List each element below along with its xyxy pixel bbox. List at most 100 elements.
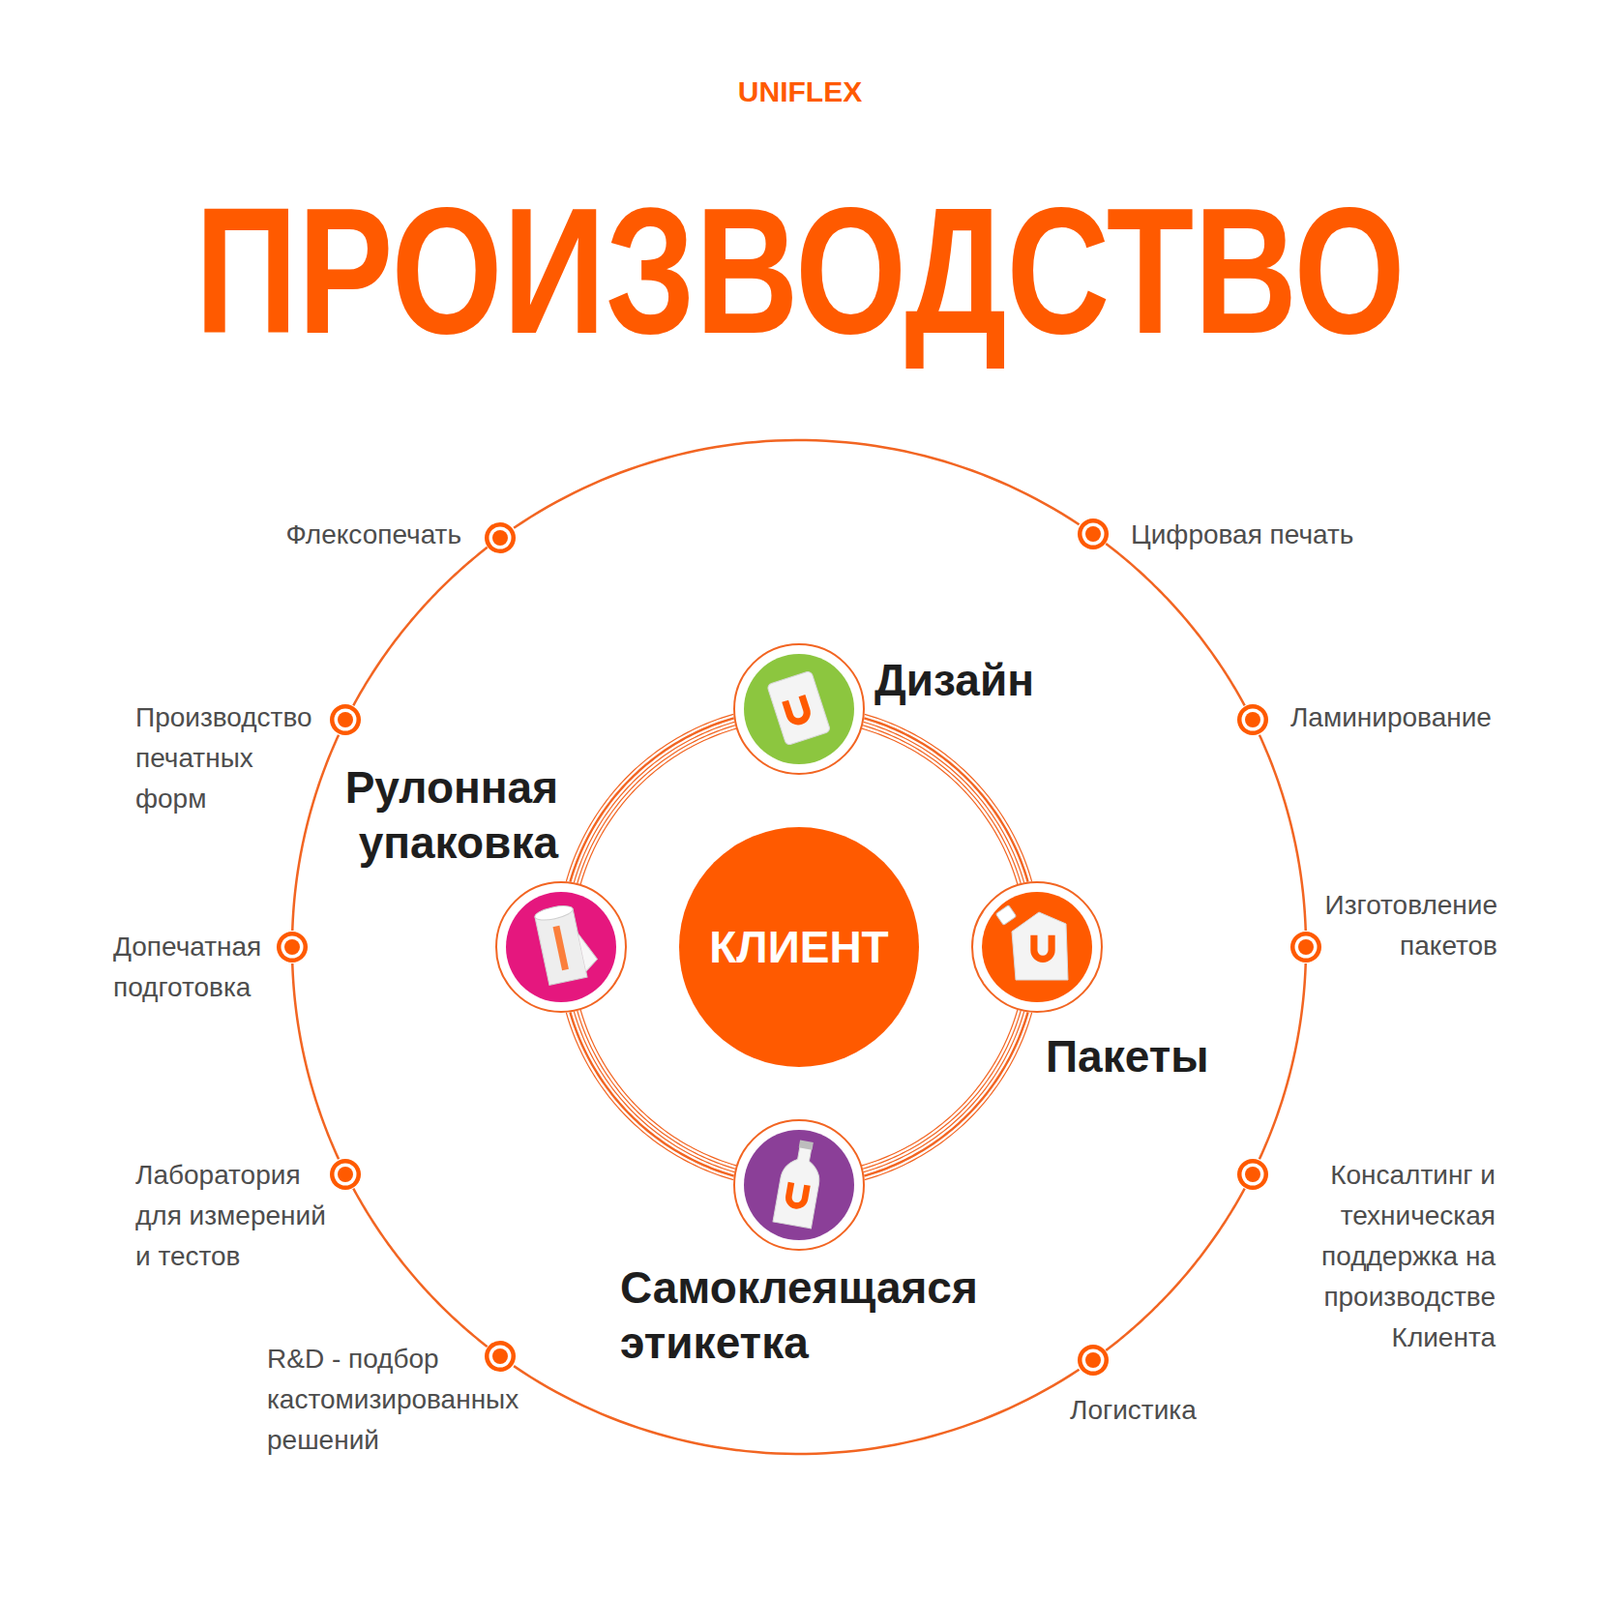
roll-stripe [553,925,569,971]
node-shape [1237,704,1269,736]
pouch-body [767,670,831,746]
ring-line [580,1009,737,1166]
product-label: Дизайн [874,652,1126,709]
service-label: Производство печатных форм [135,697,320,820]
ring-connector [1259,963,1306,1159]
service-label: Лаборатория для измерений и тестов [135,1155,339,1277]
service-label: Изготовление пакетов [1303,885,1498,967]
ring-line [862,1010,1021,1169]
dot-core [1085,1352,1101,1368]
service-label: Цифровая печать [1130,514,1422,556]
pouch-icon [767,670,831,746]
ring-connector [513,1365,1079,1454]
dot-gap [334,1162,357,1186]
service-node: Производство печатных форм [328,703,362,737]
dot-outer [1077,1344,1109,1376]
ring-connector [1105,1188,1245,1351]
dot-core [1298,939,1314,955]
dot-gap [1081,1349,1104,1372]
ring-connector-group [565,1009,737,1181]
ring-line [863,721,1025,883]
ring-connector [1105,543,1245,706]
node-shape [276,931,308,963]
service-label: R&D - подбор кастомизированных решений [266,1338,527,1461]
dot-outer [329,1158,361,1190]
dot-core [284,939,300,955]
ring-line [863,1011,1025,1173]
node-shape [1077,1344,1109,1376]
ring-connector [1259,735,1306,931]
dot-core [1244,1166,1261,1183]
dot-core [337,711,354,728]
ring-connector [292,735,339,931]
ring-line [580,728,737,885]
dot-gap [1081,522,1104,545]
ring-connector-group [565,713,737,885]
ring-line [864,1012,1033,1181]
ring-connector-group [513,1365,1079,1454]
dot-outer [484,1340,516,1372]
node-outline [1076,517,1110,551]
service-label: Ламинирование [1290,697,1571,739]
node-outline [1236,703,1270,737]
product-icon [533,900,601,986]
roll-top [533,903,575,923]
ring-connector-group [1259,963,1306,1159]
ring-line [565,1012,734,1181]
ring-connector [569,717,734,882]
bottle-icon [772,1137,827,1229]
product-icon [772,1137,827,1229]
product-label: Рулонная упаковка [267,760,559,871]
ring-connector [292,963,339,1159]
dot-gap [1241,709,1264,732]
ring-connector [863,717,1028,882]
dot-outer [1077,518,1109,550]
dot-outer [1237,1158,1269,1190]
node-shape [329,704,361,736]
product-node: Дизайн [733,643,865,775]
service-node: Допечатная подготовка [275,930,309,964]
node-shape [1237,1158,1269,1190]
ring-connector-group [1105,1188,1245,1351]
logo-mark [1034,935,1052,960]
node-shape [734,1120,864,1250]
roll-film [577,930,599,972]
dot-outer [329,704,361,736]
pouch-body [1011,912,1068,980]
product-node: Рулонная упаковка [495,881,627,1013]
product-disc [505,891,617,1003]
service-label: Логистика [1069,1390,1283,1431]
product-ring [734,1120,864,1250]
dot-outer [484,522,516,554]
node-outline [1236,1157,1270,1191]
service-label: Флексопечать [209,514,462,556]
node-shape [679,827,919,1067]
ring-line [864,713,1033,882]
node-outline [328,1157,362,1191]
service-node: Консалтинг и техническая поддержка на пр… [1236,1157,1270,1191]
service-label: Допечатная подготовка [113,926,283,1008]
logo-mark [785,695,810,724]
dot-core [492,530,508,546]
product-ring [496,882,626,1012]
dot-outer [1237,704,1269,736]
node-outline [971,881,1103,1013]
node-outline [495,881,627,1013]
dot-gap [334,709,357,732]
dot-gap [489,1345,512,1368]
dot-core [1244,711,1261,728]
dot-core [492,1348,508,1364]
product-disc [743,653,855,765]
client-circle: КЛИЕНТ [679,827,919,1067]
product-ring [972,882,1102,1012]
dot-gap [489,526,512,549]
logo-mark [787,1182,808,1207]
service-node: Ламинирование [1236,703,1270,737]
dot-gap [1295,936,1318,959]
ring-connector-group [861,1009,1033,1181]
ring-connector-group [861,713,1033,885]
pouch-spout [995,905,1016,926]
service-node: R&D - подбор кастомизированных решений [483,1339,517,1373]
spout-pouch-icon [995,905,1068,980]
